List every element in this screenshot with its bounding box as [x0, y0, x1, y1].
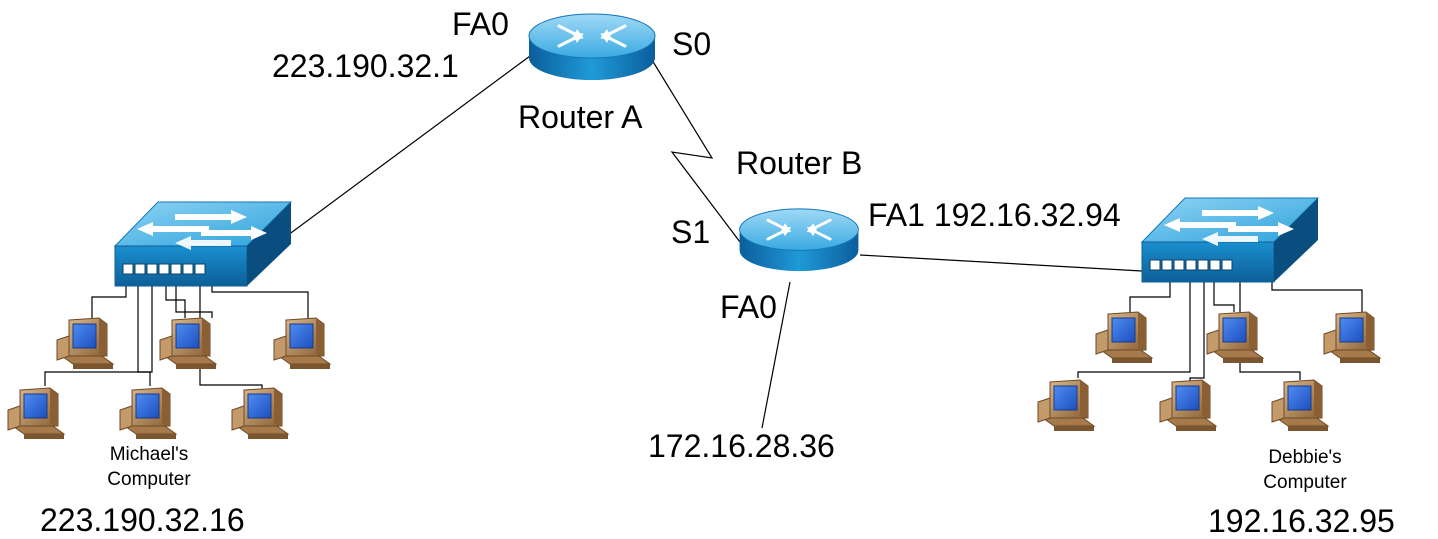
router-b-fa0-label: FA0: [720, 289, 777, 325]
computer-icon[interactable]: [273, 317, 331, 370]
router-b-icon[interactable]: [738, 207, 860, 273]
right-lan-cabling: [1077, 275, 1363, 382]
debbies-computer-icon[interactable]: [1271, 379, 1329, 432]
debbies-computer-label: Debbie's Computer: [1250, 446, 1360, 495]
computer-icon[interactable]: [1037, 379, 1095, 432]
computer-icon[interactable]: [7, 387, 65, 440]
computer-icon[interactable]: [1095, 311, 1153, 364]
router-a-fa0-ip: 223.190.32.1: [272, 48, 459, 84]
computer-icon[interactable]: [1206, 311, 1264, 364]
michaels-computer-ip: 223.190.32.16: [40, 502, 245, 538]
computer-icon[interactable]: [119, 387, 177, 440]
serial-link-routerA-routerB: [651, 59, 741, 243]
router-b-name: Router B: [736, 145, 863, 181]
host-name-line2: Computer: [107, 468, 191, 490]
debbies-computer-ip: 192.16.32.95: [1208, 503, 1395, 539]
michaels-computer-icon[interactable]: [231, 387, 289, 440]
links: [44, 55, 1363, 429]
computer-icon[interactable]: [1323, 311, 1381, 364]
host-name-line2: Computer: [1263, 471, 1347, 493]
host-name-line1: Michael's: [109, 444, 189, 465]
router-b-fa0-ip: 172.16.28.36: [648, 428, 835, 464]
router-a-name: Router A: [518, 99, 643, 135]
right-switch-icon[interactable]: [1141, 197, 1319, 283]
computer-icon[interactable]: [56, 317, 114, 370]
link-routerB-rightswitch: [859, 254, 1161, 273]
host-name-line1: Debbie's: [1268, 447, 1342, 468]
router-a-icon[interactable]: [527, 12, 657, 82]
left-switch-icon[interactable]: [114, 201, 292, 287]
router-a-fa0-label: FA0: [452, 6, 509, 42]
router-a-s0-label: S0: [672, 26, 712, 62]
router-b-s1-label: S1: [671, 214, 711, 250]
computer-icon[interactable]: [159, 317, 217, 370]
computer-icon[interactable]: [1159, 379, 1217, 432]
michaels-computer-label: Michael's Computer: [96, 443, 202, 492]
link-routerB-fa0: [761, 281, 791, 429]
router-b-fa1-label: FA1 192.16.32.94: [868, 197, 1121, 233]
left-lan-pcs: [7, 317, 331, 440]
